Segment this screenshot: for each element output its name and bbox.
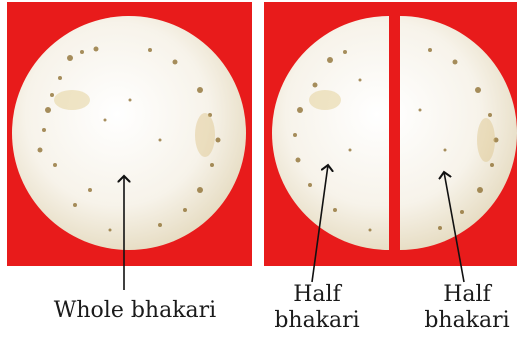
half-left-label-line1: Half <box>272 282 362 308</box>
whole-bhakari <box>12 16 246 250</box>
half-split-gap <box>389 2 400 266</box>
half-right-label-line2: bhakari <box>415 308 519 334</box>
half-left-label-line2: bhakari <box>272 308 362 334</box>
half-right-label-line1: Half <box>415 282 519 308</box>
half-bhakari-right-label: Half bhakari <box>415 282 519 334</box>
whole-bhakari-label: Whole bhakari <box>30 298 240 324</box>
half-bhakari-left-label: Half bhakari <box>272 282 362 334</box>
